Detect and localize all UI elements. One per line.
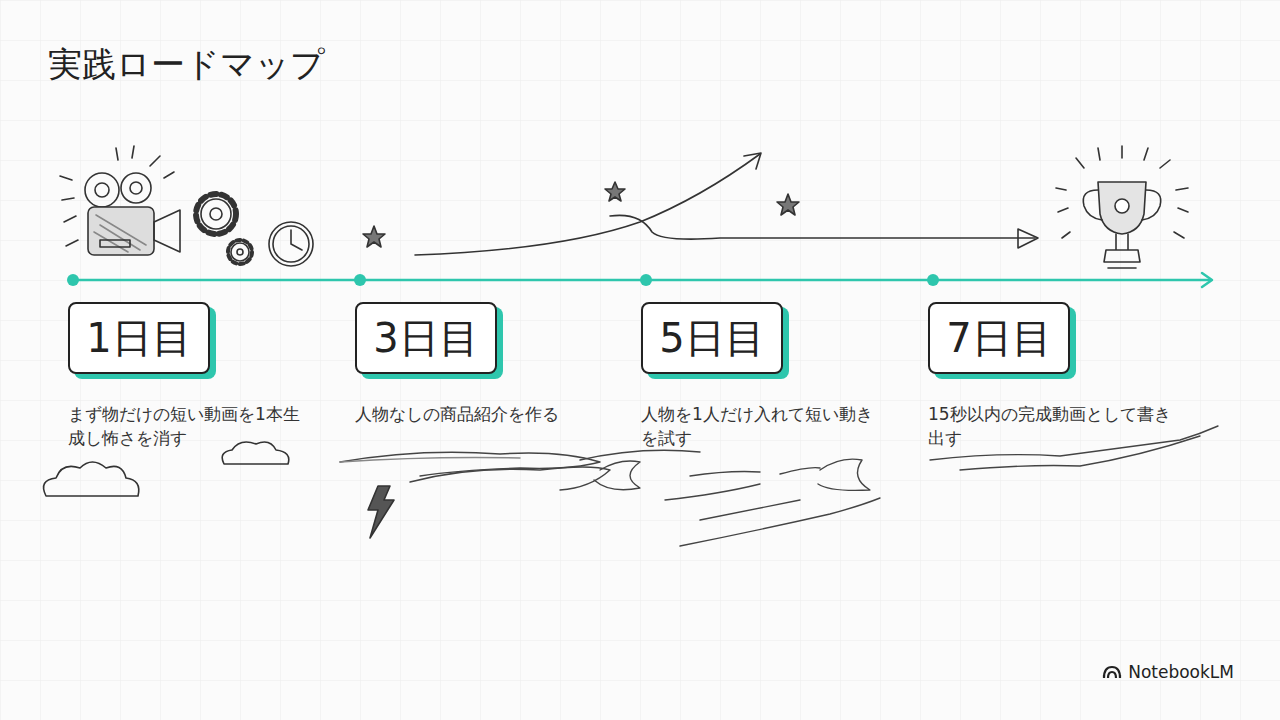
watermark: NotebookLM (1102, 662, 1234, 682)
clock-icon (269, 222, 313, 266)
step-description: 人物なしの商品紹介を作る (355, 402, 605, 426)
growth-arrows (415, 153, 1038, 255)
day-label: 3日目 (373, 311, 478, 366)
wave-doodle (340, 426, 1218, 546)
watermark-text: NotebookLM (1128, 662, 1234, 682)
lightning-doodle (368, 486, 394, 538)
step-description: 人物を1人だけ入れて短い動きを試す (641, 402, 881, 450)
cloud-doodle (44, 442, 289, 496)
day-label: 1日目 (86, 311, 191, 366)
day-label: 7日目 (946, 311, 1051, 366)
logo-icon (1102, 664, 1122, 680)
gear-icon (196, 194, 252, 264)
page-title: 実践ロードマップ (48, 42, 325, 88)
trophy-icon (1056, 146, 1188, 268)
camera-icon (60, 146, 180, 255)
day-box: 1日目まず物だけの短い動画を1本生成し怖さを消す (68, 302, 210, 374)
day-box: 5日目人物を1人だけ入れて短い動きを試す (641, 302, 783, 374)
timeline (67, 273, 1212, 287)
step-description: 15秒以内の完成動画として書き出す (928, 402, 1178, 450)
day-box: 3日目人物なしの商品紹介を作る (355, 302, 497, 374)
step-description: まず物だけの短い動画を1本生成し怖さを消す (68, 402, 308, 450)
day-label: 5日目 (659, 311, 764, 366)
day-box: 7日目15秒以内の完成動画として書き出す (928, 302, 1070, 374)
